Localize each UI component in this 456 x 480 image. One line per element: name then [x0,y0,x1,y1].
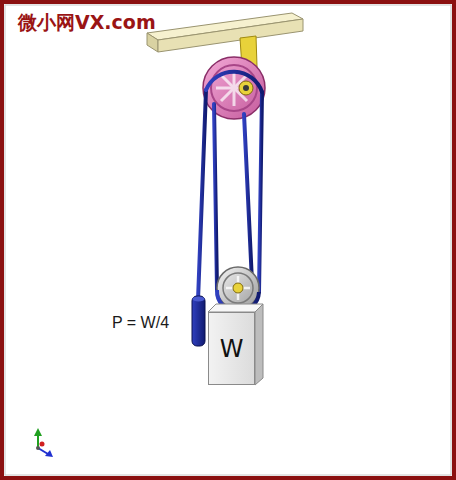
weight-top [208,304,263,312]
ceiling-beam [147,13,303,52]
axis-triad [34,428,53,457]
effort-weight [192,296,205,346]
frame-inner [5,5,451,475]
watermark: 微小网VX.com [18,10,156,36]
weight-block: W [208,312,255,385]
rope [198,72,262,300]
weight-side [255,304,263,385]
weight-label: W [220,335,244,363]
force-label: P = W/4 [112,314,169,332]
